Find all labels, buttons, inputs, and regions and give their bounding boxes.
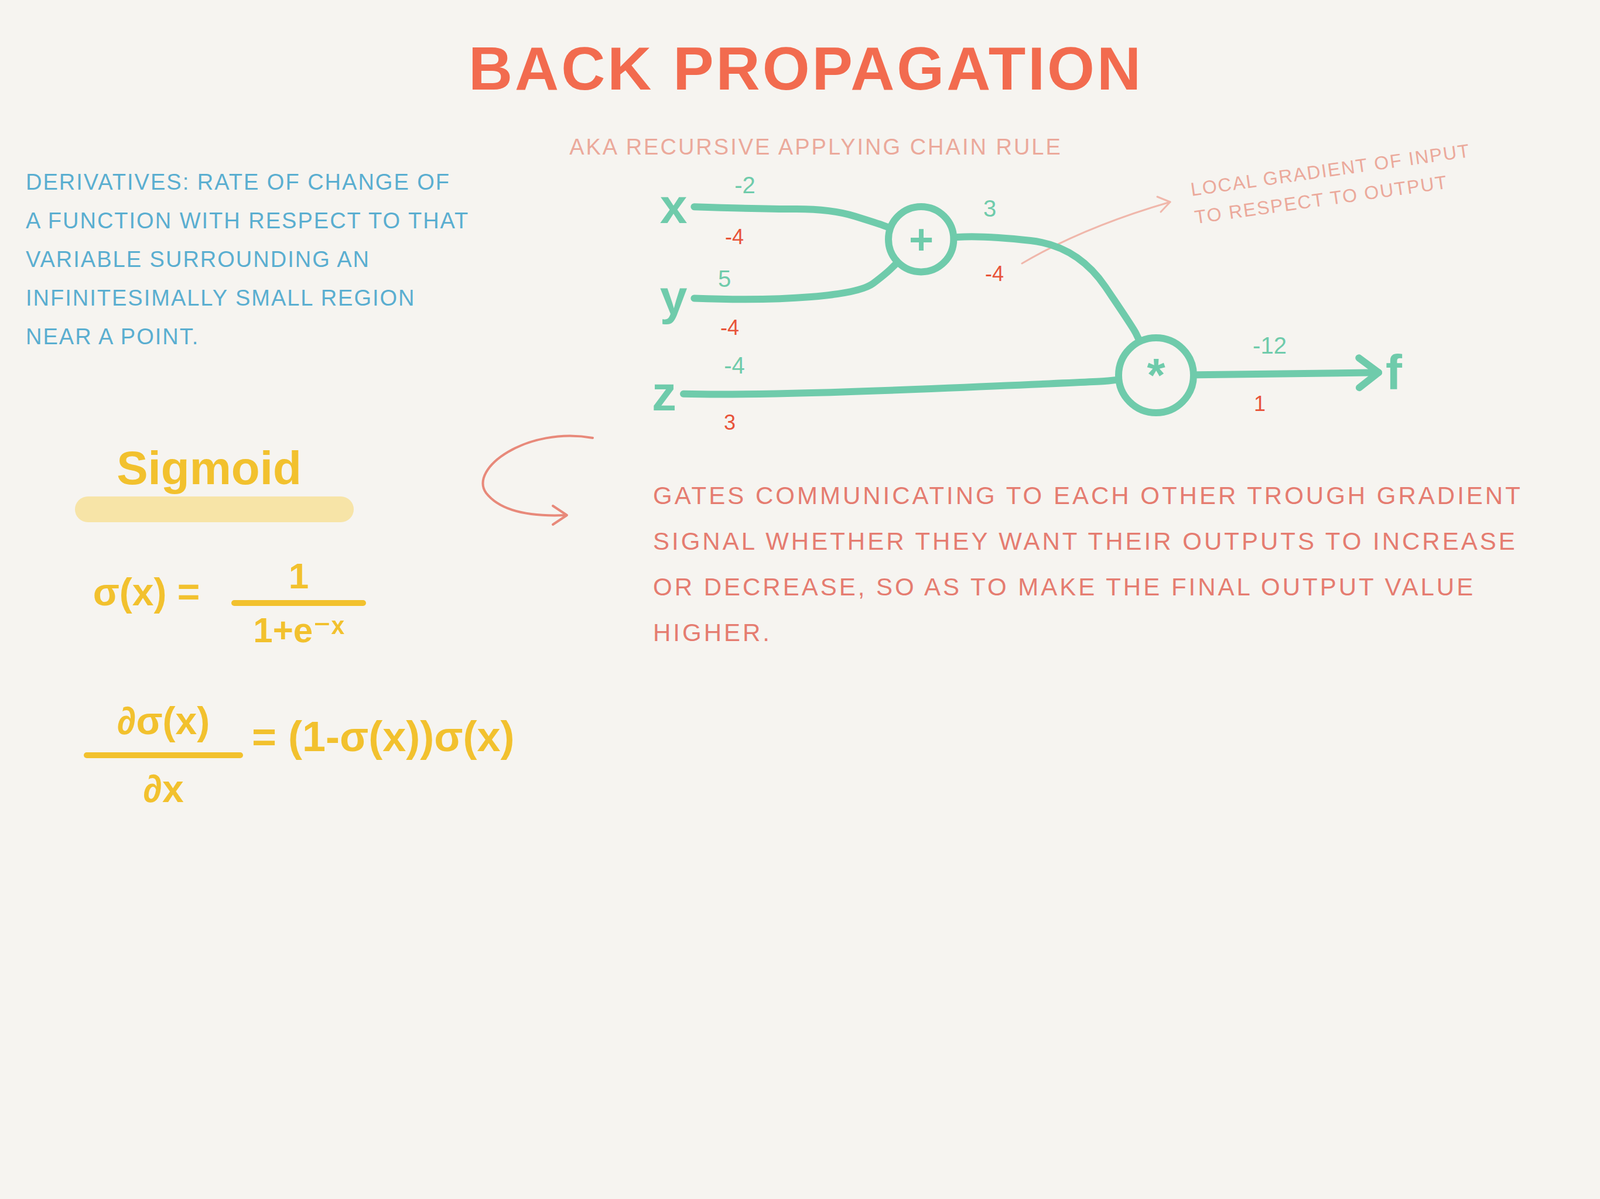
- curved-arrow: [483, 436, 593, 516]
- leader-line: [1021, 202, 1171, 264]
- fraction-bar: [86, 752, 241, 759]
- subtitle: AKA RECURSIVE APPLYING CHAIN RULE: [569, 134, 1063, 161]
- wire: [693, 206, 888, 227]
- forward-value: -4: [723, 351, 745, 379]
- formula: 1+e⁻ˣ: [253, 610, 344, 651]
- node-text: +: [908, 218, 934, 261]
- arrow-head: [1358, 357, 1379, 388]
- wire: [683, 380, 1116, 395]
- gate-circle: [1118, 337, 1194, 413]
- wire-path: [693, 264, 895, 300]
- title: BACK PROPAGATION: [468, 33, 1144, 105]
- node-text: x: [656, 181, 692, 231]
- gradient-value: -4: [985, 261, 1004, 286]
- formula: ∂x: [142, 767, 184, 812]
- gradient-value: -4: [725, 224, 744, 249]
- output-variable: f: [1382, 345, 1406, 400]
- add-gate: +: [884, 203, 957, 276]
- section-heading: Sigmoid: [116, 441, 302, 496]
- arrow-head: [1157, 196, 1171, 213]
- formula: ∂σ(x): [117, 699, 210, 744]
- gradient-value: -4: [720, 315, 740, 340]
- forward-value: -2: [734, 171, 756, 199]
- definition-note: DERIVATIVES: RATE OF CHANGE OF A FUNCTIO…: [25, 162, 471, 357]
- input-variable: y: [656, 270, 692, 325]
- arrow-head: [552, 506, 567, 525]
- forward-value: -12: [1252, 332, 1287, 360]
- gradient-value: 1: [1253, 391, 1266, 416]
- forward-value: 5: [718, 265, 731, 293]
- wire: [1197, 357, 1379, 388]
- wire-path: [683, 380, 1116, 395]
- node-text: y: [656, 272, 692, 323]
- wire-path: [957, 236, 1139, 339]
- input-variable: z: [648, 366, 680, 421]
- node-text: f: [1382, 347, 1406, 398]
- annotation: LOCAL GRADIENT OF INPUT TO RESPECT TO OU…: [1188, 134, 1487, 232]
- formula: = (1-σ(x))σ(x): [251, 712, 515, 762]
- wire: [957, 236, 1139, 339]
- node-text: z: [648, 368, 680, 419]
- formula: 1: [288, 555, 309, 597]
- input-variable: x: [656, 179, 692, 234]
- wire-path: [693, 206, 888, 227]
- gradient-value: 3: [723, 410, 736, 435]
- wire-path: [1197, 372, 1379, 375]
- multiply-gate: *: [1115, 334, 1198, 417]
- wire: [693, 264, 895, 300]
- gate-circle: [888, 206, 954, 272]
- fraction-bar: [234, 600, 364, 607]
- formula: σ(x) =: [93, 570, 201, 615]
- explanation-note: GATES COMMUNICATING TO EACH OTHER TROUGH…: [653, 473, 1567, 656]
- highlight-band: [74, 496, 354, 523]
- node-text: *: [1146, 351, 1165, 399]
- forward-value: 3: [983, 195, 997, 222]
